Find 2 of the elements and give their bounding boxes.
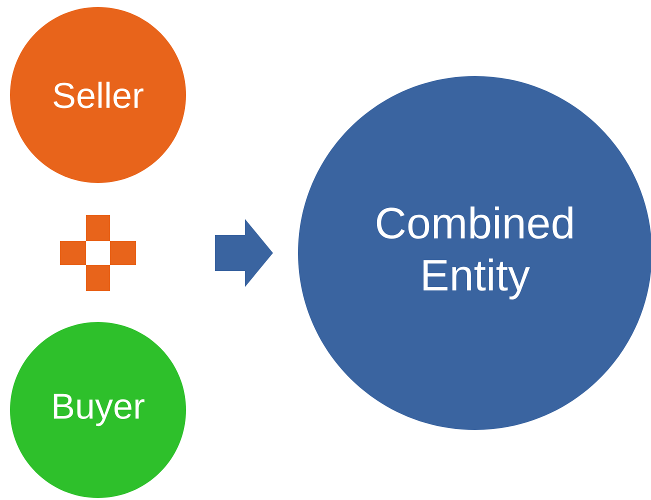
circle-node: Seller (10, 7, 186, 183)
circle-node: Buyer (10, 322, 186, 498)
